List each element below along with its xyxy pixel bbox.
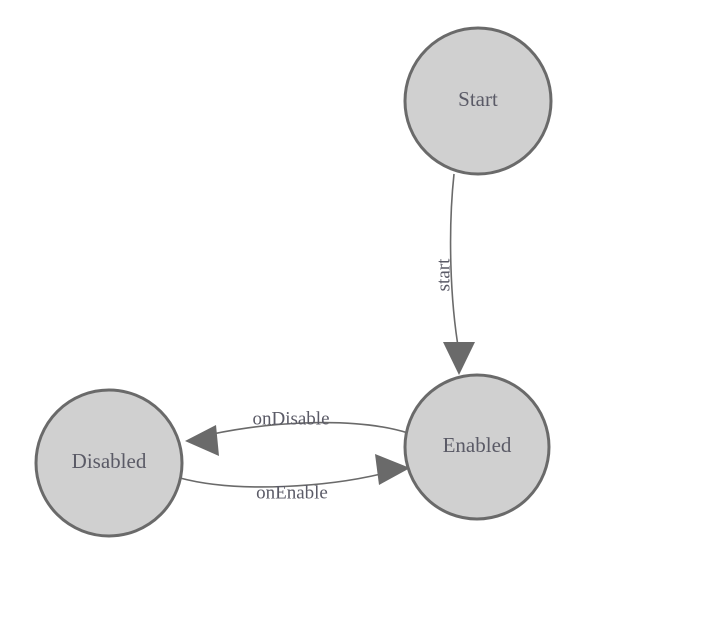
node-disabled-label: Disabled xyxy=(72,449,147,473)
node-start-circle[interactable] xyxy=(403,26,553,176)
edge-label-onenable: onEnable xyxy=(256,482,328,503)
edge-disabled-to-enabled[interactable]: onEnable xyxy=(179,454,410,503)
arrowhead-icon-enabled-to-disabled xyxy=(185,425,219,456)
node-enabled-circle[interactable] xyxy=(403,373,551,521)
node-disabled[interactable]: Disabled xyxy=(34,388,184,538)
edge-label-ondisable: onDisable xyxy=(252,408,329,429)
edge-disabled-to-enabled-line xyxy=(179,473,382,488)
node-disabled-circle[interactable] xyxy=(34,388,184,538)
edge-start-to-enabled[interactable]: start xyxy=(433,173,475,375)
node-enabled[interactable]: Enabled xyxy=(403,373,551,521)
edges-layer: start onDisable onEnable xyxy=(179,173,475,503)
node-start-label: Start xyxy=(458,87,498,111)
edge-enabled-to-disabled[interactable]: onDisable xyxy=(185,408,409,456)
node-start[interactable]: Start xyxy=(403,26,553,176)
edge-start-to-enabled-line xyxy=(449,173,460,353)
edge-label-start: start xyxy=(433,258,454,291)
edge-enabled-to-disabled-line xyxy=(199,421,409,438)
nodes-layer: Start Enabled Disabled xyxy=(34,26,553,538)
arrowhead-icon-start-to-enabled xyxy=(443,342,475,375)
node-enabled-label: Enabled xyxy=(443,433,512,457)
arrowhead-icon-disabled-to-enabled xyxy=(375,454,410,485)
